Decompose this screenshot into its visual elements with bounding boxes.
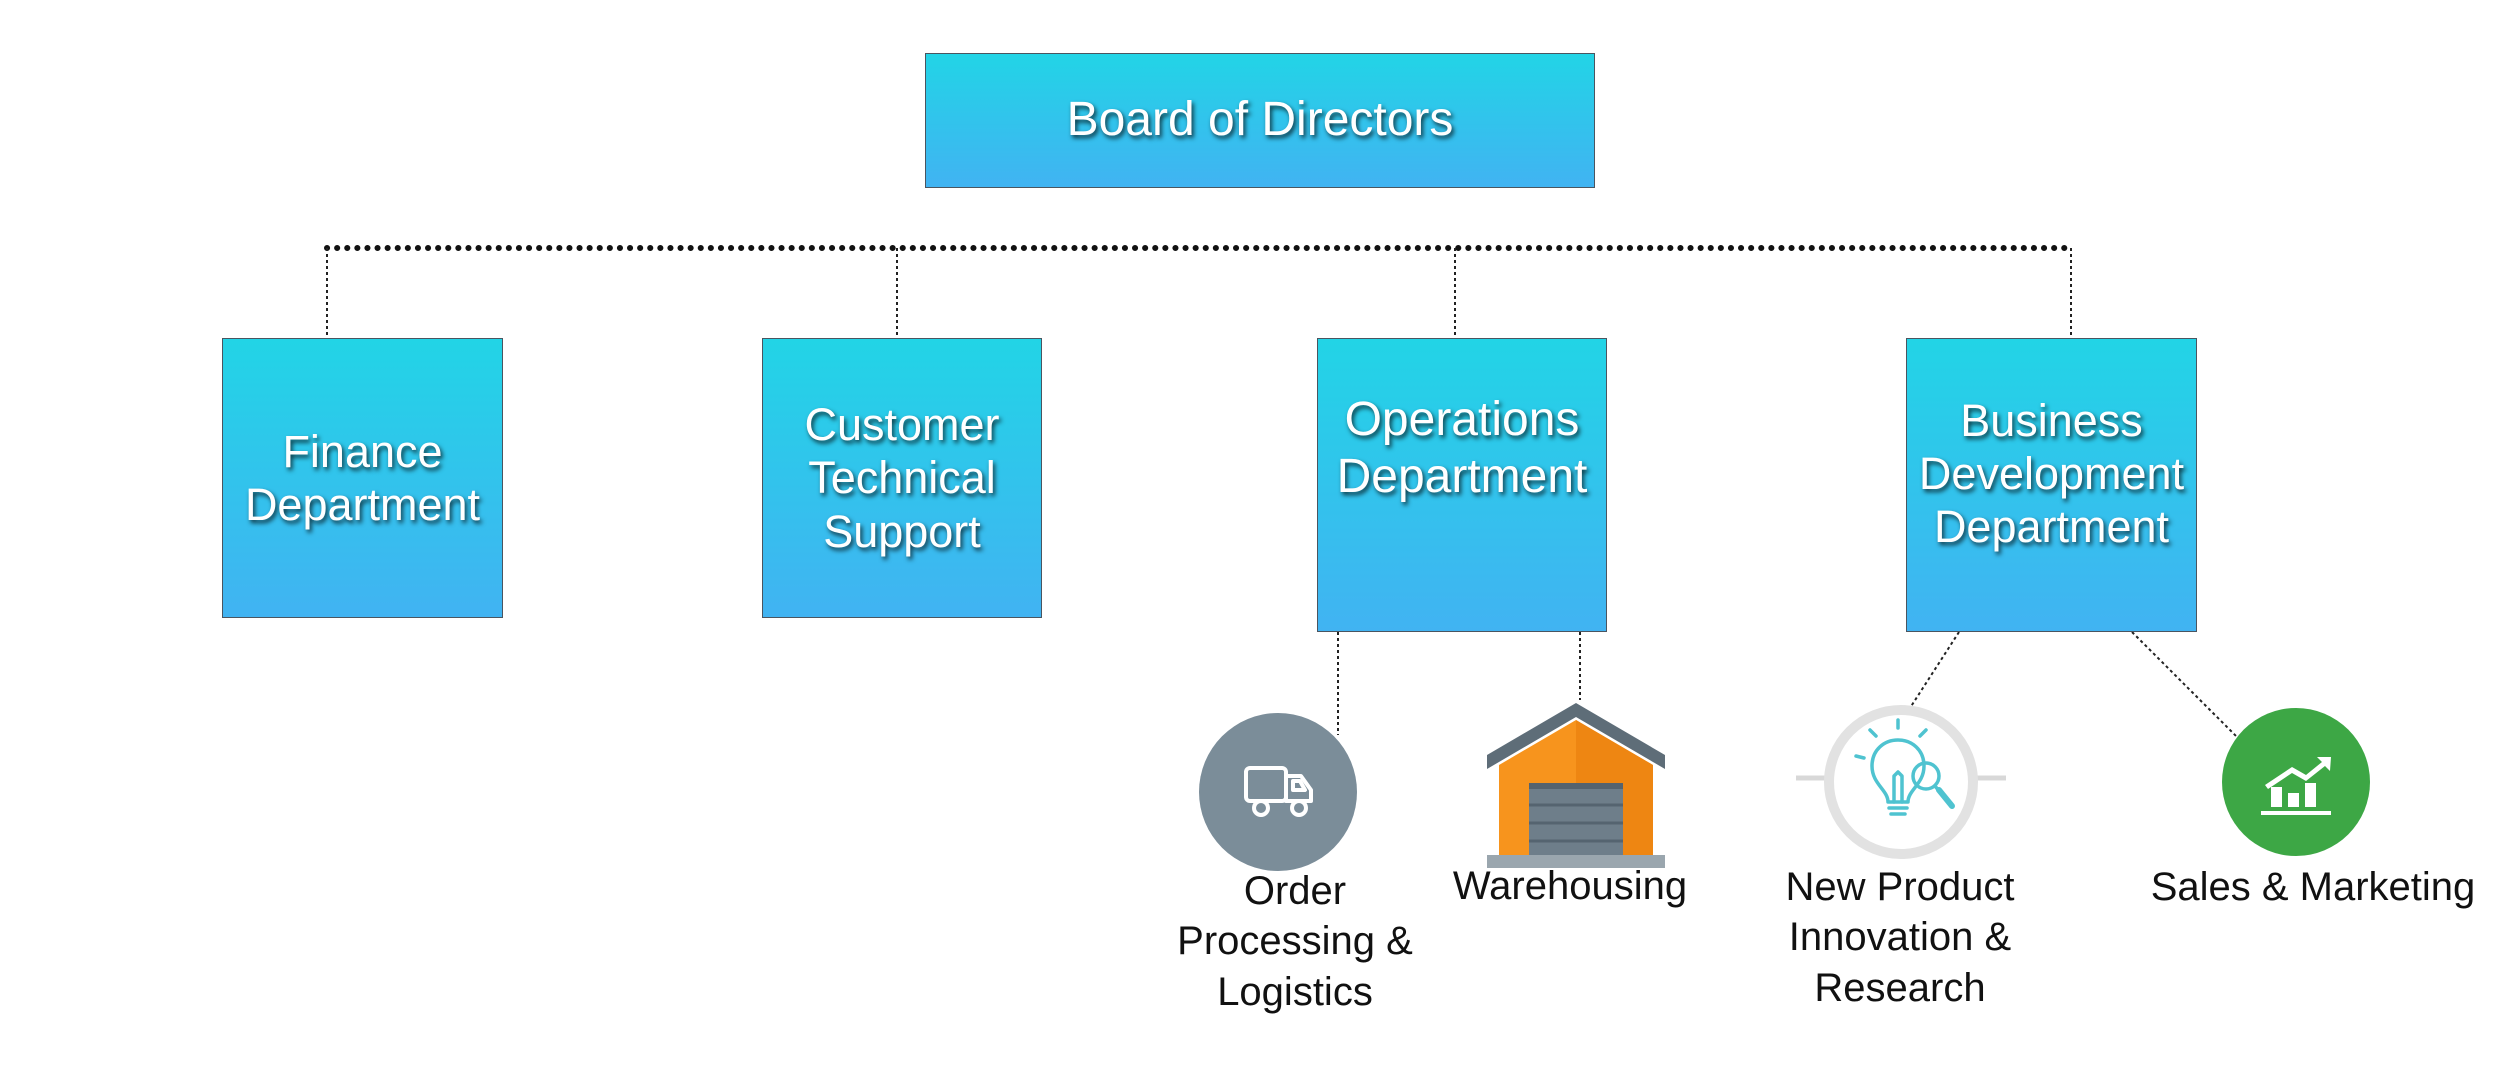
growth-chart-icon: [2222, 708, 2370, 856]
bizdev-label-line-2: Development: [1918, 448, 2185, 500]
innovation-label: New Product Innovation & Research: [1740, 862, 2060, 1013]
sales-connector: [2131, 631, 2241, 741]
innovation-label-line-2: Innovation &: [1788, 915, 2012, 960]
bizdev-label-line-1: Business: [1960, 395, 2143, 446]
support-label-line-2: Technical: [808, 452, 996, 504]
sales-label-line-1: Sales & Marketing: [2150, 865, 2476, 909]
customer-support-box[interactable]: Customer Technical Support: [762, 338, 1042, 618]
sales-marketing-label: Sales & Marketing: [2118, 862, 2508, 912]
warehousing-label: Warehousing: [1420, 861, 1720, 911]
operations-label-line-1: Operations: [1344, 393, 1580, 446]
finance-label-line-1: Finance: [282, 425, 443, 477]
innovation-connector: [1909, 631, 1960, 709]
order-label-line-3: Logistics: [1217, 969, 1373, 1014]
warehousing-label-line-1: Warehousing: [1452, 864, 1688, 908]
innovation-label-line-3: Research: [1814, 965, 1986, 1010]
truck-icon: [1199, 713, 1357, 871]
bizdev-label-line-3: Department: [1933, 501, 2170, 553]
order-processing-label: Order Processing & Logistics: [1140, 866, 1450, 1017]
order-label-line-2: Processing &: [1177, 919, 1413, 964]
business-development-box[interactable]: Business Development Department: [1906, 338, 2197, 632]
operations-department-box[interactable]: Operations Department: [1317, 338, 1607, 632]
lightbulb-icon: [1796, 705, 2006, 859]
innovation-label-line-1: New Product: [1785, 865, 2015, 909]
board-of-directors-box[interactable]: Board of Directors: [925, 53, 1595, 188]
support-label-line-3: Support: [823, 505, 981, 557]
operations-label-line-2: Department: [1336, 449, 1588, 503]
board-label: Board of Directors: [1066, 93, 1454, 147]
finance-department-box[interactable]: Finance Department: [222, 338, 503, 618]
warehouse-icon: [1487, 703, 1665, 868]
finance-label-line-2: Department: [244, 479, 481, 530]
order-label-line-1: Order: [1243, 869, 1347, 913]
support-label-line-1: Customer: [804, 399, 1000, 451]
